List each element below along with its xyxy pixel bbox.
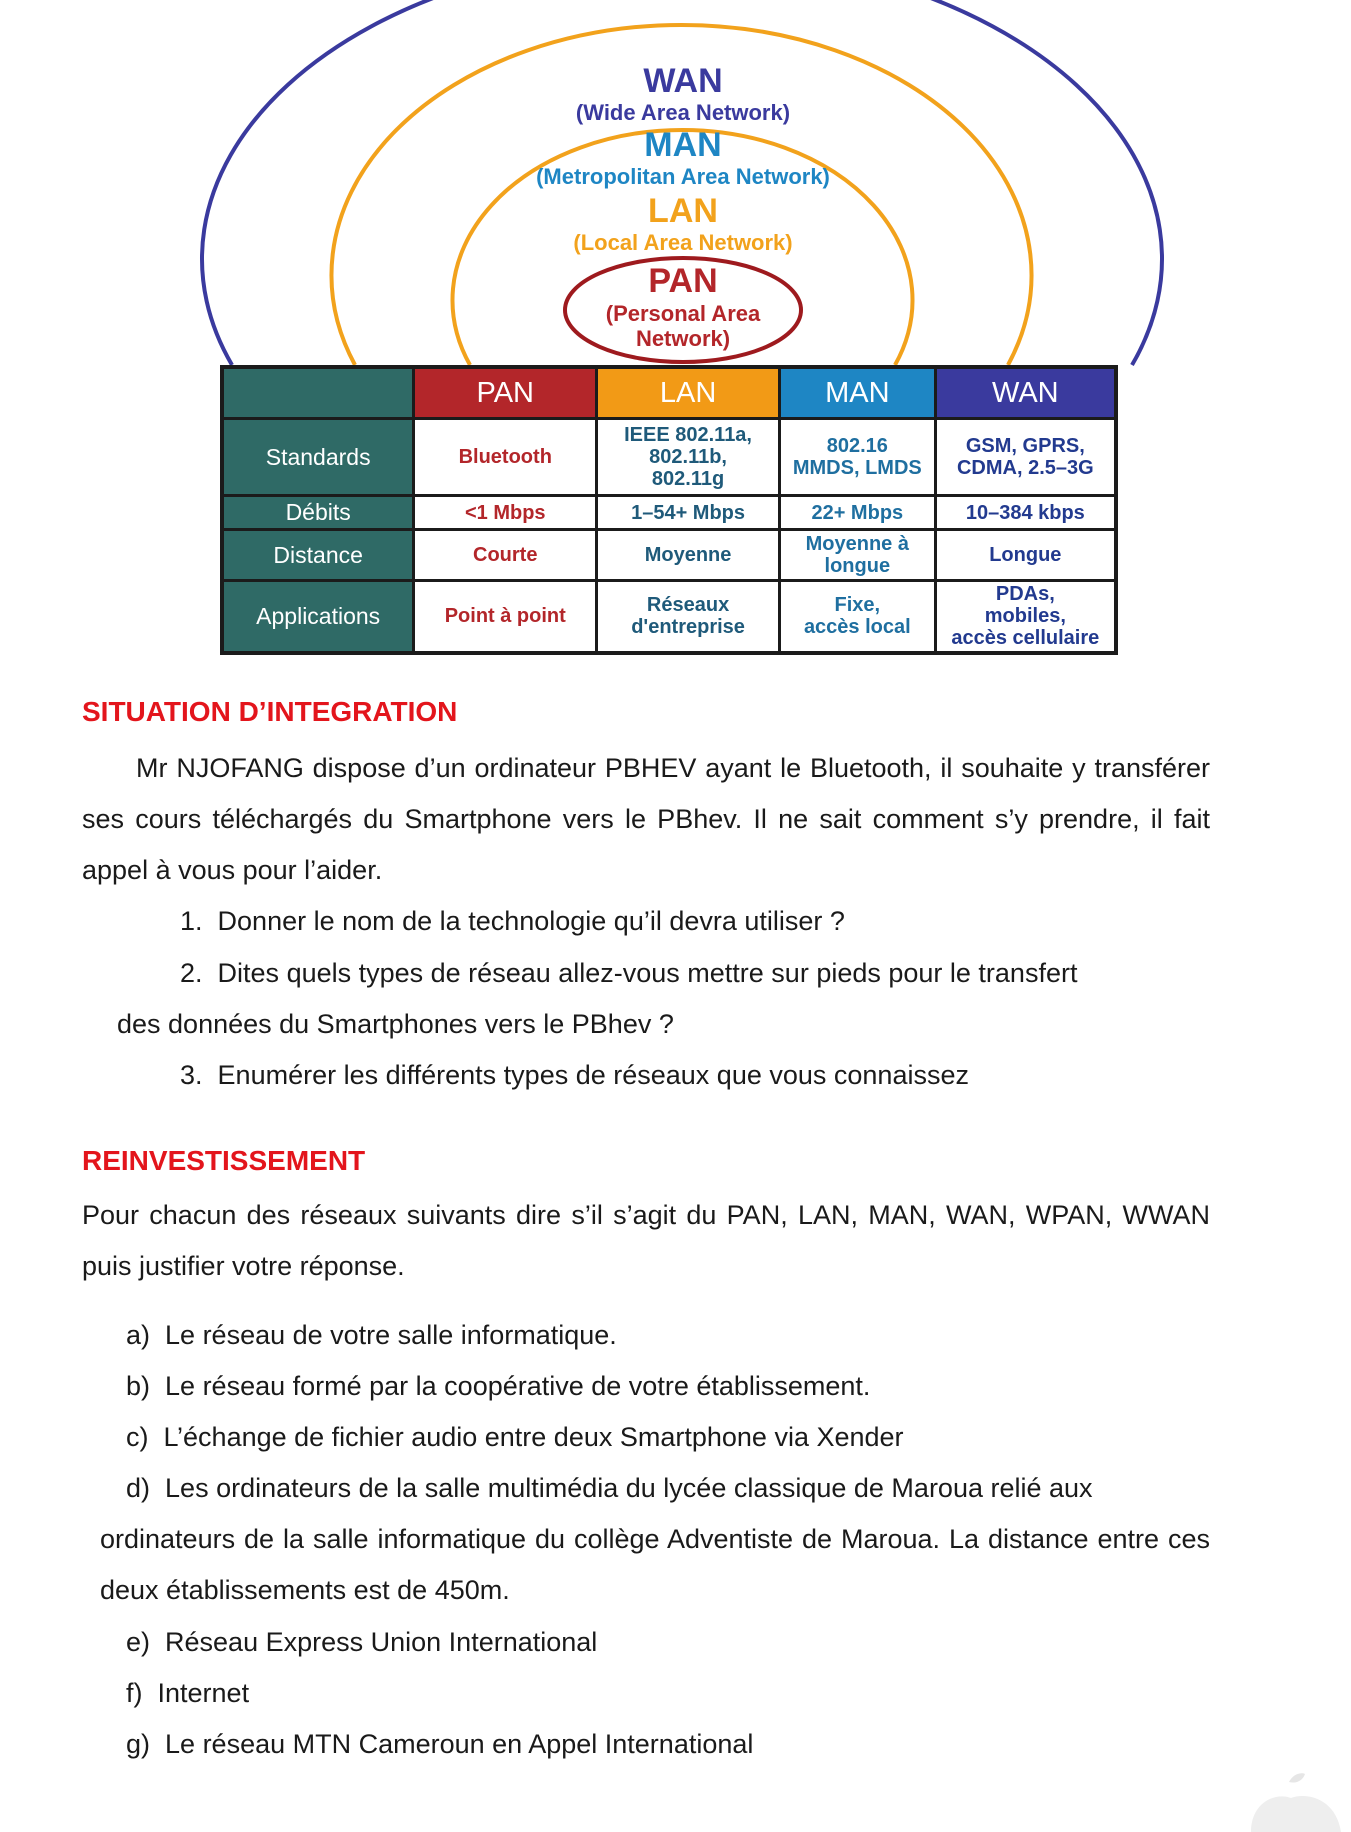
item-letter: g) (126, 1729, 151, 1759)
reinvest-intro: Pour chacun des réseaux suivants dire s’… (82, 1200, 1210, 1281)
reinvest-heading: REINVESTISSEMENT (82, 1145, 366, 1176)
table-cell: Longue (933, 528, 1118, 582)
situation-paragraph: Mr NJOFANG dispose d’un ordinateur PBHEV… (82, 753, 1210, 885)
item-text: Le réseau de votre salle informatique. (165, 1320, 617, 1350)
row-label-debits: Débits (220, 494, 416, 532)
item-letter: f) (126, 1678, 143, 1708)
table-cell: Moyenne (595, 528, 781, 582)
item-text: Réseau Express Union International (165, 1627, 598, 1657)
item-text: Le réseau formé par la coopérative de vo… (165, 1371, 871, 1401)
wan-ellipse (200, 0, 1164, 367)
table-cell: Courte (412, 528, 599, 582)
question-number: 2. (180, 958, 203, 988)
question-text: Dites quels types de réseau allez-vous m… (217, 958, 1078, 988)
table-cell: PDAs,mobiles,accès cellulaire (933, 578, 1118, 655)
table-header-man: MAN (777, 365, 937, 421)
item-letter: e) (126, 1627, 151, 1657)
item-letter: a) (126, 1320, 151, 1350)
table-cell: Bluetooth (412, 417, 599, 498)
table-cell: IEEE 802.11a,802.11b,802.11g (595, 417, 781, 498)
apple-logo-icon (1251, 1773, 1341, 1832)
list-item-c: c) L’échange de fichier audio entre deux… (126, 1412, 904, 1463)
pan-title: PAN (648, 262, 717, 300)
wan-subtitle: (Wide Area Network) (576, 100, 790, 125)
lan-subtitle: (Local Area Network) (573, 230, 792, 255)
man-ellipse (329, 22, 1034, 366)
list-item-d-continuation: ordinateurs de la salle informatique du … (100, 1524, 1210, 1605)
question-text: Donner le nom de la technologie qu’il de… (217, 906, 845, 936)
wan-title: WAN (643, 62, 722, 100)
item-text: Internet (157, 1678, 250, 1708)
question-2: 2. Dites quels types de réseau allez-vou… (180, 948, 1210, 999)
pan-ellipse (563, 256, 803, 364)
table-row: Débits <1 Mbps 1–54+ Mbps 22+ Mbps 10–38… (220, 494, 1118, 532)
man-title: MAN (644, 126, 721, 164)
question-number: 1. (180, 906, 203, 936)
list-item-d: d) Les ordinateurs de la salle multimédi… (126, 1463, 1093, 1514)
row-label-applications: Applications (220, 578, 416, 655)
lan-title: LAN (648, 192, 718, 230)
question-number: 3. (180, 1060, 203, 1090)
table-header-corner (220, 365, 416, 421)
table-cell: Fixe,accès local (777, 578, 937, 655)
row-label-distance: Distance (220, 528, 416, 582)
table-cell: 10–384 kbps (933, 494, 1118, 532)
table-header-pan: PAN (412, 365, 599, 421)
pan-subtitle-line2: Network) (636, 326, 730, 351)
item-text: Le réseau MTN Cameroun en Appel Internat… (165, 1729, 754, 1759)
question-1: 1. Donner le nom de la technologie qu’il… (180, 896, 845, 947)
question-2-continuation: des données du Smartphones vers le PBhev… (117, 1009, 674, 1039)
item-letter: c) (126, 1422, 149, 1452)
man-subtitle: (Metropolitan Area Network) (536, 164, 830, 189)
table-cell: <1 Mbps (412, 494, 599, 532)
table-cell: GSM, GPRS,CDMA, 2.5–3G (933, 417, 1118, 498)
situation-heading: SITUATION D’INTEGRATION (82, 696, 458, 727)
table-header-wan: WAN (933, 365, 1118, 421)
lan-ellipse (450, 127, 915, 366)
item-text: Les ordinateurs de la salle multimédia d… (165, 1473, 1093, 1503)
table-header-row: PAN LAN MAN WAN (220, 365, 1118, 421)
table-cell: 22+ Mbps (777, 494, 937, 532)
question-3: 3. Enumérer les différents types de rése… (180, 1050, 969, 1101)
list-item-b: b) Le réseau formé par la coopérative de… (126, 1361, 870, 1412)
table-header-lan: LAN (595, 365, 781, 421)
question-text: Enumérer les différents types de réseaux… (217, 1060, 969, 1090)
table-row: Standards Bluetooth IEEE 802.11a,802.11b… (220, 417, 1118, 498)
table-cell: 1–54+ Mbps (595, 494, 781, 532)
row-label-standards: Standards (220, 417, 416, 498)
list-item-a: a) Le réseau de votre salle informatique… (126, 1310, 617, 1361)
network-scope-diagram: WAN (Wide Area Network) MAN (Metropolita… (200, 0, 1164, 367)
item-letter: d) (126, 1473, 151, 1503)
list-item-f: f) Internet (126, 1668, 249, 1719)
table-cell: Point à point (412, 578, 599, 655)
pan-subtitle-line1: (Personal Area (606, 301, 761, 326)
network-comparison-table: PAN LAN MAN WAN Standards Bluetooth IEEE… (220, 365, 1118, 655)
list-item-e: e) Réseau Express Union International (126, 1617, 597, 1668)
item-text: L’échange de fichier audio entre deux Sm… (163, 1422, 904, 1452)
list-item-g: g) Le réseau MTN Cameroun en Appel Inter… (126, 1719, 753, 1770)
item-letter: b) (126, 1371, 151, 1401)
